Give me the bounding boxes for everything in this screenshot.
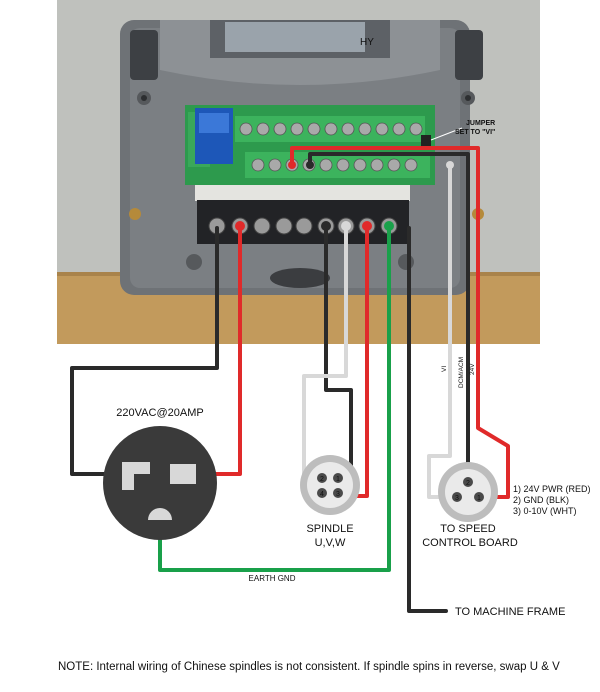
wire-label-vi: VI	[441, 366, 448, 372]
wire-terminal-caps	[235, 161, 454, 231]
speed-legend-3: 3) 0-10V (WHT)	[513, 506, 577, 516]
power-outlet	[103, 426, 217, 540]
speed-pin-2: 2	[466, 480, 470, 487]
spindle-connector	[300, 455, 360, 515]
left-mount-hole	[129, 208, 141, 220]
vfd-photo: HY	[57, 0, 540, 344]
speed-title: TO SPEED	[440, 523, 495, 535]
right-latch	[455, 30, 483, 80]
machine-frame-wire	[407, 226, 448, 613]
outlet-slot-right	[170, 464, 196, 484]
left-latch	[130, 30, 158, 80]
jumper-header	[421, 135, 431, 147]
speed-24v-wire	[290, 146, 510, 499]
spindle-sub: U,V,W	[315, 537, 346, 549]
wire-label-dcm: DCM/ACM	[458, 357, 465, 388]
jumper-pointer	[430, 127, 463, 141]
spindle-pin-2: 2	[320, 476, 324, 483]
spindle-title: SPINDLE	[306, 523, 353, 535]
outlet-ground-slot	[148, 508, 172, 520]
power-black-wire	[70, 226, 219, 476]
spindle-pin-1: 1	[336, 476, 340, 483]
speed-legend-1: 1) 24V PWR (RED)	[513, 484, 591, 494]
machine-frame-label: TO MACHINE FRAME	[455, 606, 565, 618]
jumper-label-2: SET TO "VI"	[455, 129, 495, 136]
spindle-pin-3: 3	[336, 491, 340, 498]
wires	[70, 146, 510, 613]
spindle-pin-4: 4	[320, 491, 324, 498]
power-outlet-label: 220VAC@20AMP	[116, 407, 203, 419]
wire-label-24v: 24V	[469, 363, 476, 375]
speed-legend-2: 2) GND (BLK)	[513, 495, 569, 505]
earth-green-wire	[158, 226, 391, 572]
note-text: NOTE: Internal wiring of Chinese spindle…	[58, 661, 560, 673]
speed-pin-3: 3	[455, 495, 459, 502]
speed-pin-1: 1	[477, 495, 481, 502]
speed-dcm-wire	[308, 152, 470, 484]
jumper-label-1: JUMPER	[466, 120, 495, 127]
speed-sub: CONTROL BOARD	[422, 537, 518, 549]
earth-gnd-label: EARTH GND	[249, 574, 296, 583]
speed-control-connector	[438, 462, 498, 522]
power-label-strip	[195, 185, 410, 201]
brand-label: HY	[360, 37, 374, 48]
